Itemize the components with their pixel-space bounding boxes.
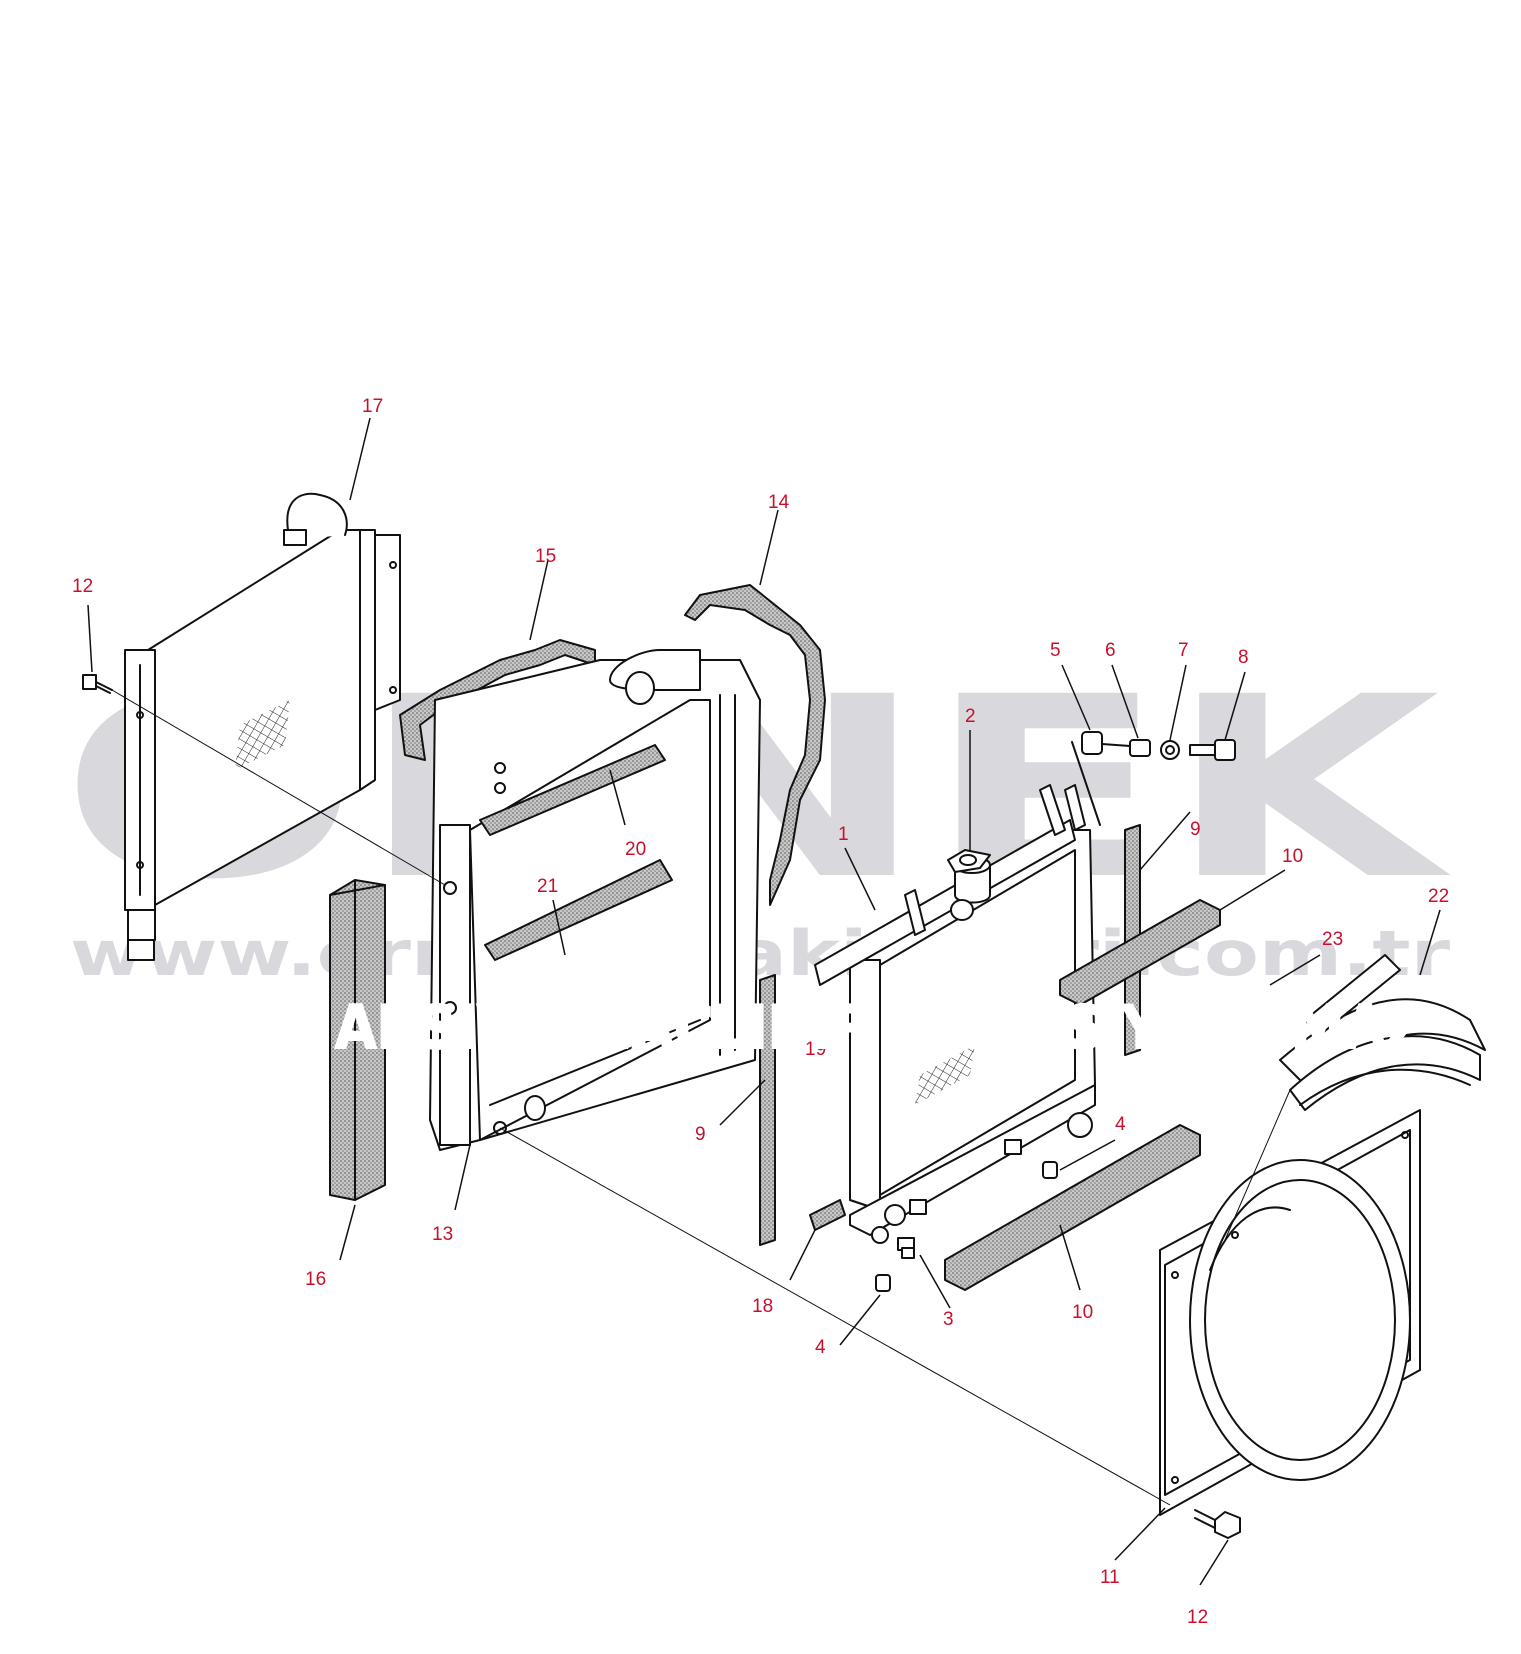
bolt-lower (1194, 1509, 1241, 1539)
callout-4-upper: 4 (1115, 1114, 1126, 1135)
callout-2: 2 (965, 706, 976, 727)
callout-18: 18 (752, 1296, 773, 1317)
callout-10-lower: 10 (1072, 1302, 1093, 1323)
drain-plug (897, 1237, 915, 1259)
bolt-upper (82, 674, 113, 694)
callout-labels: 17 12 15 14 5 6 7 8 2 1 9 10 20 21 22 23… (72, 396, 1449, 1628)
watermark-url: www.ornekismakinalari.com.tr (70, 917, 1451, 990)
callout-21: 21 (537, 876, 558, 897)
callout-23: 23 (1322, 929, 1343, 950)
callout-9-upper: 9 (1190, 819, 1201, 840)
callout-7: 7 (1178, 640, 1189, 661)
callout-15: 15 (535, 546, 556, 567)
callout-3: 3 (943, 1309, 954, 1330)
charge-air-cooler (124, 492, 401, 961)
plug-4-lower (875, 1274, 891, 1292)
callout-9-lower: 9 (695, 1124, 706, 1145)
plug-4-upper (1042, 1161, 1058, 1179)
callout-16: 16 (305, 1269, 326, 1290)
watermark-banner: ARSIV AMACLIDIR · SATIS YAPILMAZ (334, 992, 1426, 1064)
alignment-lines (111, 689, 1291, 1506)
foam-bar-10-lower (944, 1124, 1201, 1291)
leader-lines (87, 417, 1441, 1586)
callout-1: 1 (838, 824, 849, 845)
callout-22: 22 (1428, 886, 1449, 907)
callout-11: 11 (1100, 1567, 1120, 1588)
callout-8: 8 (1238, 647, 1249, 668)
foam-bar-10-upper (1059, 899, 1221, 1006)
filler-cap (947, 849, 991, 873)
shroud-ring (1279, 954, 1486, 1111)
callout-10-upper: 10 (1282, 846, 1303, 867)
callout-20: 20 (625, 839, 646, 860)
foam-strip-9-left (759, 974, 776, 1246)
callout-12-upper: 12 (72, 576, 93, 597)
foam-pad-18 (809, 1199, 846, 1231)
callout-19: 19 (805, 1039, 826, 1060)
watermark-banner-text: ARSIV AMACLIDIR · SATIS YAPILMAZ (335, 993, 1425, 1063)
callout-12-lower: 12 (1187, 1607, 1208, 1628)
fitting-set (1071, 731, 1236, 826)
cooler-frame (429, 649, 761, 1151)
callout-5: 5 (1050, 640, 1061, 661)
fan-shroud (1159, 1109, 1421, 1516)
radiator (814, 784, 1096, 1244)
callout-6: 6 (1105, 640, 1116, 661)
callout-4-lower: 4 (815, 1337, 826, 1358)
callout-14: 14 (768, 492, 790, 513)
foam-block (329, 879, 386, 1201)
callout-13: 13 (432, 1224, 453, 1245)
callout-17: 17 (362, 396, 383, 417)
lower-hose (684, 584, 826, 906)
